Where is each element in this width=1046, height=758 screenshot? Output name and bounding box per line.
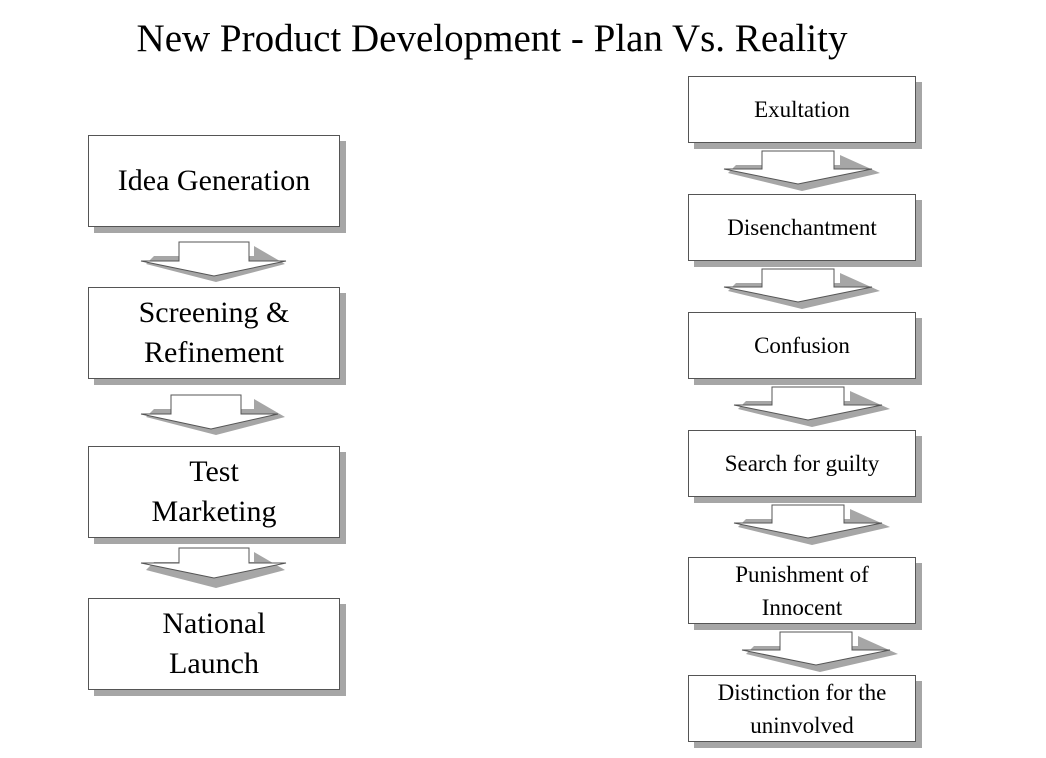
- reality-step-label: Disenchantment: [727, 215, 877, 240]
- reality-step-label: Exultation: [754, 97, 850, 122]
- plan-arrow-down-icon: [140, 241, 287, 282]
- reality-step-punishment-of-innocent: Punishment of Innocent: [688, 557, 916, 624]
- reality-step-search-for-guilty: Search for guilty: [688, 430, 916, 497]
- plan-step-idea-generation: Idea Generation: [88, 135, 340, 227]
- reality-arrow-down-icon: [733, 504, 890, 545]
- reality-step-exultation: Exultation: [688, 76, 916, 143]
- reality-arrow-down-icon: [741, 631, 898, 672]
- plan-step-label: Idea Generation: [117, 164, 311, 197]
- reality-arrow-down-icon: [723, 150, 880, 191]
- reality-step-confusion: Confusion: [688, 312, 916, 379]
- plan-step-screening-refinement: Screening & Refinement: [88, 287, 340, 379]
- plan-step-national-launch: National Launch: [88, 598, 340, 690]
- reality-step-disenchantment: Disenchantment: [688, 194, 916, 261]
- reality-step-label: Confusion: [754, 333, 850, 358]
- reality-step-label: Search for guilty: [724, 451, 880, 476]
- reality-arrow-down-icon: [733, 386, 890, 427]
- reality-step-label: Distinction for the uninvolved: [717, 679, 887, 738]
- reality-step-distinction-for-the-uninvolved: Distinction for the uninvolved: [688, 675, 916, 742]
- plan-step-label: Screening & Refinement: [138, 296, 290, 369]
- plan-arrow-down-icon: [140, 547, 287, 588]
- plan-step-label: Test Marketing: [151, 455, 277, 528]
- plan-step-test-marketing: Test Marketing: [88, 446, 340, 538]
- plan-arrow-down-icon: [140, 394, 285, 435]
- page-title: New Product Development - Plan Vs. Reali…: [136, 17, 848, 60]
- plan-step-label: National Launch: [162, 607, 266, 680]
- reality-arrow-down-icon: [723, 268, 880, 309]
- reality-step-label: Punishment of Innocent: [735, 561, 869, 620]
